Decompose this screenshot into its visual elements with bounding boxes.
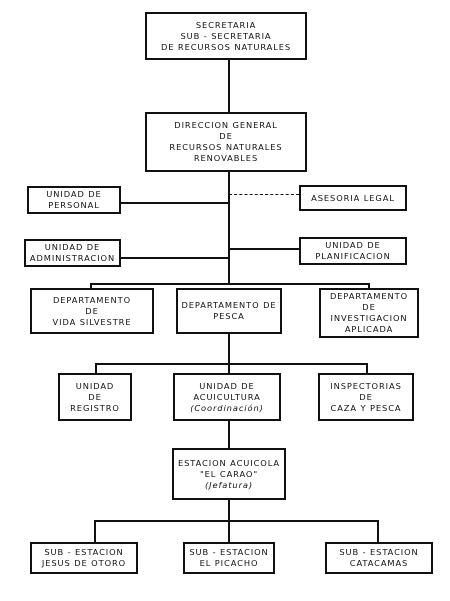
box-investigacion-line-1: DEPARTAMENTO bbox=[329, 291, 409, 301]
box-unidad-personal: UNIDAD DE PERSONAL bbox=[27, 186, 121, 214]
box-vida-silvestre-line-3: VIDA SILVESTRE bbox=[52, 316, 132, 327]
box-direccion-line-1: DIRECCION GENERAL bbox=[174, 120, 278, 130]
box-catacamas-line-2: CATACAMAS bbox=[349, 558, 409, 568]
box-investigacion-line-4: APLICADA bbox=[344, 324, 394, 334]
box-inspectorias: INSPECTORIAS DE CAZA Y PESCA bbox=[318, 373, 414, 421]
box-acuicultura-line-2: ACUICULTURA bbox=[193, 391, 261, 402]
box-unidad-registro: UNIDAD DE REGISTRO bbox=[58, 373, 132, 421]
box-otoro-line-2: JESUS DE OTORO bbox=[41, 558, 127, 568]
box-depto-investigacion: DEPARTAMENTO DE INVESTIGACION APLICADA bbox=[319, 288, 419, 338]
box-estacion-line-2: "EL CARAO" bbox=[199, 468, 259, 479]
connector-substations-bar bbox=[94, 520, 379, 522]
box-direccion-line-4: RENOVABLES bbox=[193, 153, 259, 163]
connector-asesoria-dashed bbox=[229, 194, 299, 195]
box-subestacion-picacho: SUB - ESTACION EL PICACHO bbox=[183, 542, 275, 574]
connector-otoro bbox=[94, 520, 96, 542]
connector-vida-silvestre bbox=[90, 283, 92, 288]
box-secretaria-line-1: SECRETARIA bbox=[195, 19, 257, 30]
box-personal-line-2: PERSONAL bbox=[48, 200, 100, 210]
connector-units-bar bbox=[95, 363, 368, 365]
box-registro-line-3: REGISTRO bbox=[70, 402, 120, 413]
box-acuicultura-line-1: UNIDAD DE bbox=[199, 380, 255, 391]
box-estacion-line-1: ESTACION ACUICOLA bbox=[177, 457, 281, 468]
box-investigacion-line-3: INVESTIGACION bbox=[330, 313, 408, 323]
box-pesca-line-2: PESCA bbox=[213, 311, 245, 321]
box-registro-line-1: UNIDAD bbox=[75, 380, 115, 391]
connector-catacamas bbox=[377, 520, 379, 542]
box-vida-silvestre-line-2: DE bbox=[85, 305, 99, 316]
box-inspectorias-line-3: CAZA Y PESCA bbox=[330, 402, 402, 413]
box-inspectorias-line-1: INSPECTORIAS bbox=[330, 380, 402, 391]
box-subestacion-catacamas: SUB - ESTACION CATACAMAS bbox=[325, 542, 433, 574]
connector-secretaria-direccion bbox=[228, 60, 230, 112]
connector-main-trunk bbox=[228, 172, 230, 285]
box-otoro-line-1: SUB - ESTACION bbox=[44, 547, 124, 557]
connector-investigacion bbox=[368, 283, 370, 288]
connector-planificacion bbox=[229, 248, 299, 250]
box-estacion-acuicola: ESTACION ACUICOLA "EL CARAO" (Jefatura) bbox=[172, 448, 286, 500]
connector-administracion bbox=[121, 257, 229, 259]
box-administracion-line-2: ADMINISTRACION bbox=[29, 253, 116, 263]
box-personal-line-1: UNIDAD DE bbox=[46, 189, 102, 199]
box-unidad-planificacion: UNIDAD DE PLANIFICACION bbox=[299, 237, 407, 265]
connector-inspectorias bbox=[366, 363, 368, 373]
connector-personal bbox=[121, 202, 229, 204]
box-unidad-acuicultura: UNIDAD DE ACUICULTURA (Coordinación) bbox=[173, 373, 281, 421]
box-registro-line-2: DE bbox=[88, 391, 102, 402]
box-secretaria-line-3: DE RECURSOS NATURALES bbox=[160, 41, 292, 52]
box-planificacion-line-2: PLANIFICACION bbox=[315, 251, 391, 261]
box-depto-pesca: DEPARTAMENTO DE PESCA bbox=[176, 288, 282, 334]
box-acuicultura-line-3: (Coordinación) bbox=[190, 402, 264, 413]
box-asesoria-legal: ASESORIA LEGAL bbox=[299, 185, 407, 211]
box-administracion-line-1: UNIDAD DE bbox=[44, 242, 101, 252]
box-unidad-administracion: UNIDAD DE ADMINISTRACION bbox=[24, 239, 121, 267]
box-planificacion-line-1: UNIDAD DE bbox=[325, 240, 381, 250]
connector-registro bbox=[95, 363, 97, 373]
box-vida-silvestre-line-1: DEPARTAMENTO bbox=[52, 294, 132, 305]
box-secretaria-line-2: SUB - SECRETARIA bbox=[180, 30, 272, 41]
box-asesoria-line-1: ASESORIA LEGAL bbox=[311, 192, 395, 203]
box-inspectorias-line-2: DE bbox=[359, 391, 373, 402]
box-direccion-line-3: RECURSOS NATURALES bbox=[169, 142, 283, 152]
box-picacho-line-1: SUB - ESTACION bbox=[189, 547, 269, 557]
box-secretaria: SECRETARIA SUB - SECRETARIA DE RECURSOS … bbox=[145, 12, 307, 60]
box-picacho-line-2: EL PICACHO bbox=[199, 558, 259, 568]
connector-departments-bar bbox=[90, 283, 370, 285]
box-subestacion-otoro: SUB - ESTACION JESUS DE OTORO bbox=[30, 542, 138, 574]
box-direccion-line-2: DE bbox=[219, 131, 233, 141]
box-direccion-general: DIRECCION GENERAL DE RECURSOS NATURALES … bbox=[145, 112, 307, 172]
box-pesca-line-1: DEPARTAMENTO DE bbox=[181, 300, 277, 310]
box-investigacion-line-2: DE bbox=[362, 302, 376, 312]
box-catacamas-line-1: SUB - ESTACION bbox=[339, 547, 419, 557]
box-estacion-line-3: (Jefatura) bbox=[204, 479, 254, 490]
box-depto-vida-silvestre: DEPARTAMENTO DE VIDA SILVESTRE bbox=[30, 288, 154, 334]
